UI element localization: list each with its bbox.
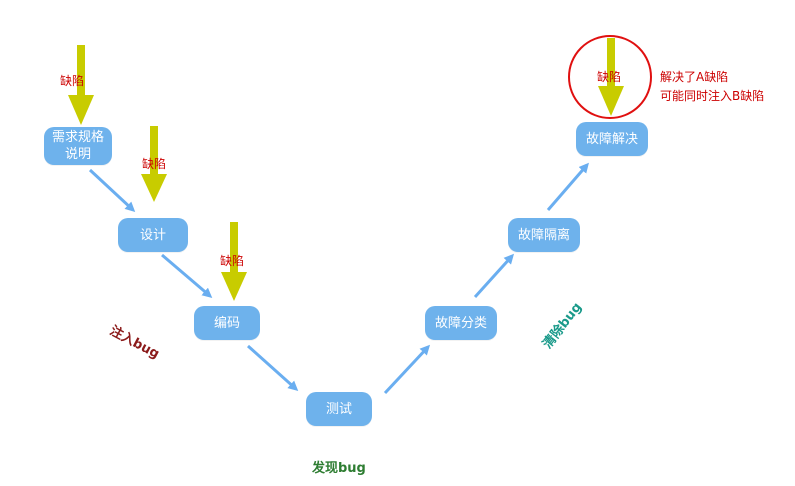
node-requirements-label: 需求规格 说明 bbox=[51, 130, 104, 162]
defect-arrow-3 bbox=[221, 222, 247, 301]
node-design-label: 设计 bbox=[139, 227, 166, 243]
defect-label-1: 缺陷 bbox=[60, 74, 85, 88]
node-testing-label: 测试 bbox=[325, 401, 352, 417]
node-fault-isolate: 故障隔离 bbox=[508, 218, 580, 252]
note-line-2: 可能同时注入B缺陷 bbox=[660, 89, 765, 103]
flow-arrow-classify-isolate bbox=[473, 253, 515, 299]
note-line-1: 解决了A缺陷 bbox=[660, 70, 729, 84]
flow-arrow-design-coding bbox=[161, 253, 213, 298]
defect-arrow-1 bbox=[68, 45, 94, 125]
node-testing: 测试 bbox=[306, 392, 372, 426]
defect-arrow-2 bbox=[141, 126, 167, 202]
node-fault-isolate-label: 故障隔离 bbox=[517, 227, 570, 243]
highlight-circle bbox=[568, 35, 652, 119]
node-fault-classify: 故障分类 bbox=[425, 306, 497, 340]
node-fault-resolve-label: 故障解决 bbox=[585, 131, 638, 147]
flow-arrow-testing-classify bbox=[383, 344, 431, 395]
node-fault-resolve: 故障解决 bbox=[576, 122, 648, 156]
node-design: 设计 bbox=[118, 218, 188, 252]
flow-arrow-isolate-resolve bbox=[546, 162, 589, 211]
flow-arrow-coding-testing bbox=[246, 344, 299, 392]
defect-label-2: 缺陷 bbox=[142, 157, 167, 171]
node-requirements: 需求规格 说明 bbox=[44, 127, 112, 165]
defect-label-4: 缺陷 bbox=[597, 70, 622, 84]
defect-arrow-4 bbox=[598, 38, 624, 116]
node-coding: 编码 bbox=[194, 306, 260, 340]
phase-label-find-bug: 发现bug bbox=[312, 461, 366, 476]
defect-label-3: 缺陷 bbox=[220, 254, 245, 268]
node-fault-classify-label: 故障分类 bbox=[434, 315, 487, 331]
flow-arrow-requirements-design bbox=[88, 168, 136, 213]
node-coding-label: 编码 bbox=[213, 315, 240, 331]
